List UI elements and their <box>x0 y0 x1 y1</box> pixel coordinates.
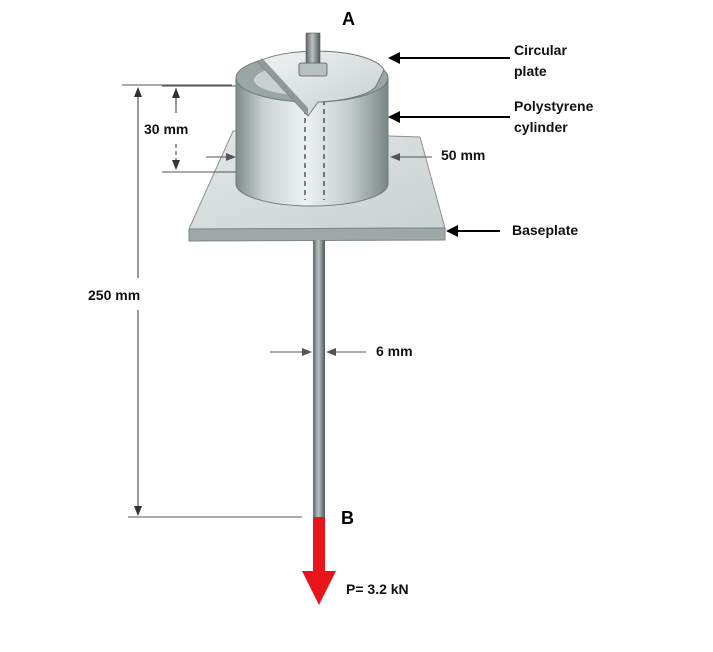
callout-polystyrene-cylinder: Polystyrene cylinder <box>388 98 594 135</box>
dimension-rod-diameter: 6 mm <box>270 343 413 359</box>
circular-plate-label-line2: plate <box>514 63 547 79</box>
callout-circular-plate: Circular plate <box>388 42 567 79</box>
polystyrene-label-line2: cylinder <box>514 119 568 135</box>
bolt <box>298 32 328 77</box>
total-length-label: 250 mm <box>88 287 140 303</box>
dimension-cylinder-height: 30 mm <box>144 85 236 173</box>
point-b-label: B <box>341 508 354 528</box>
dimension-cylinder-wall: 50 mm <box>206 147 485 163</box>
load-label: P= 3.2 kN <box>346 581 409 597</box>
polystyrene-label-line1: Polystyrene <box>514 98 594 114</box>
load-arrow <box>302 517 336 605</box>
circular-plate-label-line1: Circular <box>514 42 567 58</box>
cylinder-wall-label: 50 mm <box>441 147 485 163</box>
point-a-label: A <box>342 9 355 29</box>
circular-plate <box>257 50 385 117</box>
cylinder-height-label: 30 mm <box>144 121 188 137</box>
callout-baseplate: Baseplate <box>446 222 578 238</box>
rod-diameter-label: 6 mm <box>376 343 413 359</box>
dimension-total-length: 250 mm <box>88 84 302 518</box>
rod <box>313 240 325 517</box>
baseplate-label: Baseplate <box>512 222 578 238</box>
